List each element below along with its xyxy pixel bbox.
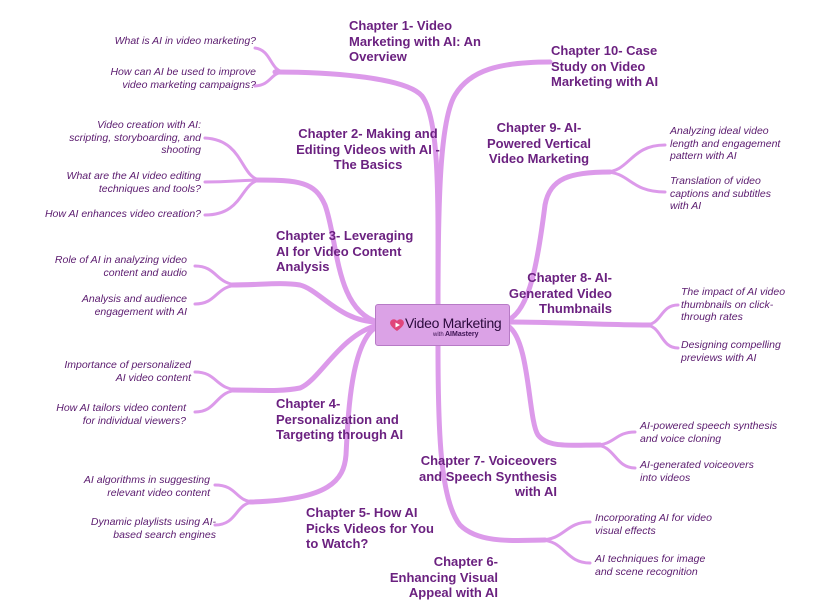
ch2-subtopic-1[interactable]: Video creation with AI: scripting, story… (69, 119, 201, 156)
branch-ch5-sub-1 (213, 483, 257, 504)
ch9-subtopic-1[interactable]: Analyzing ideal video length and engagem… (670, 125, 781, 162)
chapter-2-title[interactable]: Chapter 2- Making and Editing Videos wit… (296, 126, 440, 172)
branch-ch2-sub-3 (203, 178, 264, 217)
branch-chapter-5 (247, 323, 381, 505)
chapter-1-title[interactable]: Chapter 1- Video Marketing with AI: An O… (349, 18, 481, 64)
ch2-subtopic-3[interactable]: How AI enhances video creation? (44, 208, 201, 220)
center-brand-rest: Mastery (452, 331, 479, 338)
center-with-text: with (433, 332, 444, 338)
ch6-subtopic-2[interactable]: AI techniques for image and scene recogn… (595, 553, 706, 578)
branch-ch3-sub-2 (193, 283, 242, 306)
branch-ch1-sub-1 (253, 46, 287, 74)
ch8-subtopic-2[interactable]: Designing compelling previews with AI (681, 339, 781, 364)
branch-ch8-sub-1 (643, 303, 680, 327)
ch5-subtopic-2[interactable]: Dynamic playlists using AI- based search… (90, 516, 216, 541)
branch-ch6-sub-2 (538, 538, 592, 565)
chapter-7-title[interactable]: Chapter 7- Voiceovers and Speech Synthes… (419, 453, 557, 499)
branch-chapter-6 (435, 343, 548, 544)
chapter-6-title[interactable]: Chapter 6- Enhancing Visual Appeal with … (389, 554, 498, 600)
branch-ch7-sub-1 (593, 430, 637, 447)
branch-ch2-sub-1 (203, 136, 264, 182)
branch-chapter-7 (505, 323, 603, 448)
branch-ch9-sub-2 (603, 170, 667, 194)
ch4-subtopic-1[interactable]: Importance of personalized AI video cont… (64, 359, 191, 384)
branch-chapter-4 (229, 322, 381, 393)
branch-chapter-9 (505, 169, 613, 323)
chapter-4-title[interactable]: Chapter 4- Personalization and Targeting… (276, 396, 404, 442)
branch-ch1-sub-2 (253, 70, 287, 88)
branch-chapter-3 (229, 281, 381, 325)
ch8-subtopic-1[interactable]: The impact of AI video thumbnails on cli… (681, 286, 786, 323)
chapter-3-title[interactable]: Chapter 3- Leveraging AI for Video Conte… (276, 228, 414, 274)
branch-ch7-sub-2 (593, 443, 637, 470)
chapter-5-title[interactable]: Chapter 5- How AI Picks Videos for You t… (306, 505, 434, 551)
ch7-subtopic-2[interactable]: AI-generated voiceovers into videos (640, 459, 754, 484)
ch1-subtopic-1[interactable]: What is AI in video marketing? (114, 35, 256, 47)
ch1-subtopic-2[interactable]: How can AI be used to improve video mark… (110, 66, 256, 91)
ch6-subtopic-1[interactable]: Incorporating AI for video visual effect… (595, 512, 712, 537)
ch5-subtopic-1[interactable]: AI algorithms in suggesting relevant vid… (83, 474, 210, 499)
branch-chapter-2 (252, 177, 381, 325)
center-brand-bold: AI (445, 331, 452, 338)
branch-chapter-8 (505, 319, 653, 328)
center-brand: AIMastery (445, 331, 478, 338)
center-node[interactable]: Video Marketing with AIMastery (375, 304, 510, 346)
ch4-subtopic-2[interactable]: How AI tailors video content for individ… (56, 402, 186, 427)
chapter-10-title[interactable]: Chapter 10- Case Study on Video Marketin… (551, 43, 659, 89)
branch-ch9-sub-1 (603, 143, 667, 174)
ch3-subtopic-2[interactable]: Analysis and audience engagement with AI (81, 293, 187, 318)
play-heart-icon (390, 319, 404, 331)
ch7-subtopic-1[interactable]: AI-powered speech synthesis and voice cl… (640, 420, 778, 445)
branch-chapter-10 (435, 59, 553, 307)
ch3-subtopic-1[interactable]: Role of AI in analyzing video content an… (54, 254, 187, 279)
branch-ch4-sub-1 (193, 370, 242, 392)
branch-ch4-sub-2 (193, 388, 242, 414)
branch-ch5-sub-2 (213, 500, 257, 527)
ch2-subtopic-2[interactable]: What are the AI video editing techniques… (66, 170, 201, 195)
branch-ch6-sub-1 (538, 520, 592, 542)
branch-ch8-sub-2 (643, 323, 680, 350)
chapter-9-title[interactable]: Chapter 9- AI- Powered Vertical Video Ma… (486, 120, 592, 166)
center-title: Video Marketing (405, 315, 502, 331)
ch9-subtopic-2[interactable]: Translation of video captions and subtit… (670, 175, 771, 212)
branch-ch3-sub-1 (193, 264, 242, 287)
chapter-8-title[interactable]: Chapter 8- AI- Generated Video Thumbnail… (508, 270, 612, 316)
